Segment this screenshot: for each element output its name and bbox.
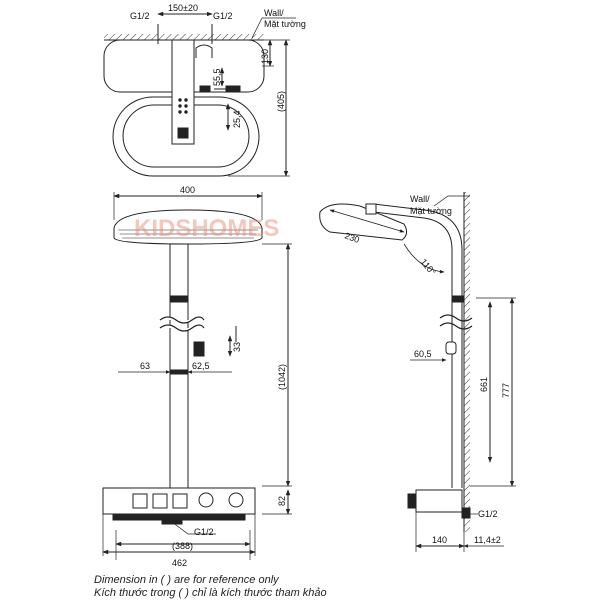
dim-462: 462 [172,558,187,568]
label-g12-side: G1/2 [478,509,498,519]
front-view [102,192,292,560]
side-view [319,192,516,552]
label-g12-front: G1/2 [194,527,214,537]
front-post [169,243,189,491]
dim-62: 62,5 [192,361,210,371]
dim-405: (405) [276,91,286,112]
side-mixer [415,489,463,513]
dim-230: 230 [343,230,361,245]
label-g12-top-left: G1/2 [130,11,150,21]
note-english: Dimension in ( ) are for reference only [94,574,279,586]
angle-110: 110° [418,257,437,277]
note-vietnamese: Kích thước trong ( ) chỉ là kích thước t… [94,587,327,599]
dim-130: 130 [260,49,270,64]
dim-60: 60,5 [414,349,432,359]
side-showerhead [319,203,408,241]
dim-33: 33 [232,342,242,352]
dim-140: 140 [432,535,447,545]
label-g12-top-right: G1/2 [213,11,233,21]
dim-661: 661 [479,377,489,392]
side-wall-hatch [464,192,470,532]
top-view [103,11,296,177]
top-wall-hatch [104,34,264,40]
wall-label-top-2: Mặt tường [264,19,306,29]
side-riser [373,211,453,488]
watermark: KIDSHOMES [134,215,279,242]
wall-label-side-1: Wall/ [410,194,430,204]
front-showerhead [113,209,263,245]
dim-82: 82 [277,496,287,506]
dim-25: 25,4 [232,110,242,128]
dim-150: 150±20 [168,3,198,13]
dim-777: 777 [501,383,511,398]
wall-label-top-1: Wall/ [264,8,284,18]
top-post [171,39,195,145]
front-mixer-body [102,487,256,515]
dim-55: 55,5 [212,68,222,86]
wall-label-side-2: Mặt tường [410,206,452,216]
dim-11: 11,4±2 [474,535,501,545]
dim-400: 400 [180,185,195,195]
dim-388: (388) [172,541,193,551]
dim-63: 63 [140,361,150,371]
dim-1042: (1042) [277,364,287,390]
